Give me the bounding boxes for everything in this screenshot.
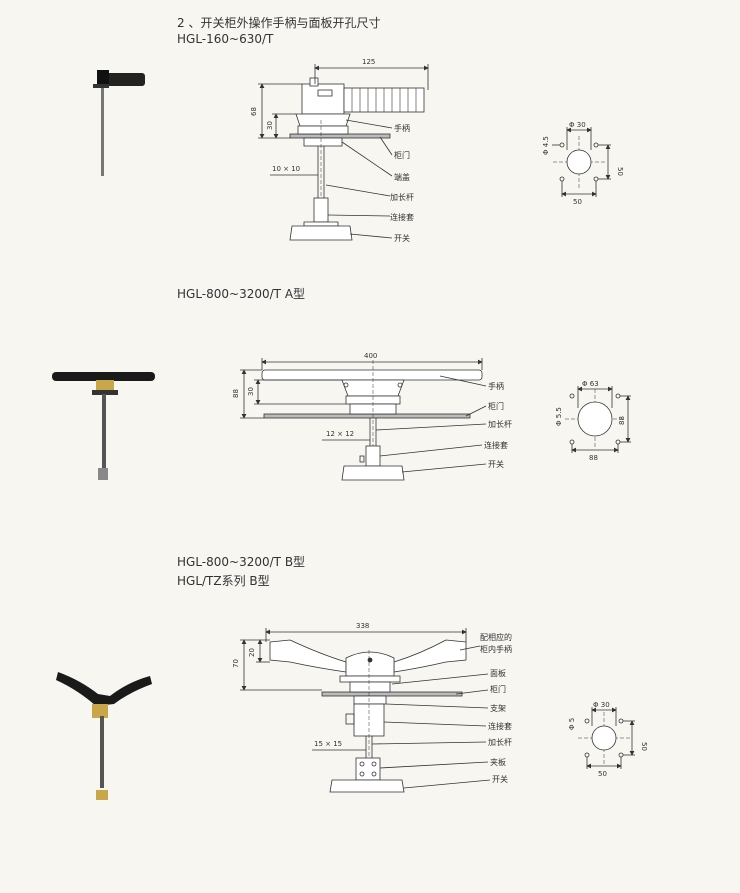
d3-width: 338 (356, 622, 369, 630)
panel-hole-1 (552, 127, 611, 197)
product-photo-2 (52, 372, 155, 480)
model-title-2: HGL-800~3200/T A型 (177, 287, 306, 301)
model-title-1: HGL-160~630/T (177, 32, 274, 46)
panel-hole-3 (578, 707, 635, 769)
d3-label-clamp: 夹板 (490, 757, 506, 767)
hole3-dia: Φ 30 (593, 701, 610, 709)
hole1-height: 50 (616, 167, 624, 176)
d2-height-base: 30 (247, 387, 255, 396)
d3-label-inner-2: 柜内手柄 (480, 644, 512, 654)
d1-height-total: 68 (250, 107, 258, 116)
d1-width: 125 (362, 58, 375, 66)
d3-height-grip: 20 (248, 648, 256, 657)
hole3-height: 50 (640, 742, 648, 751)
d1-label-switch: 开关 (394, 233, 410, 243)
hole2-height: 88 (618, 416, 626, 425)
diagram-2 (240, 358, 487, 481)
d2-label-door: 柜门 (488, 401, 504, 411)
d1-label-door: 柜门 (394, 150, 410, 160)
hole1-small: Φ 4.5 (542, 136, 550, 155)
model-title-3a: HGL-800~3200/T B型 (177, 555, 306, 569)
product-photo-1 (93, 70, 145, 176)
section-title: 2 、开关柜外操作手柄与面板开孔尺寸 (177, 16, 381, 30)
d3-label-connector: 连接套 (488, 721, 512, 731)
d2-label-connector: 连接套 (484, 440, 508, 450)
hole3-small: Φ 5 (568, 718, 576, 730)
d2-height-total: 88 (232, 389, 240, 398)
d1-label-handle: 手柄 (394, 123, 410, 133)
hole1-width: 50 (573, 198, 582, 206)
hole1-dia: Φ 30 (569, 121, 586, 129)
hole2-small: Φ 5.5 (555, 407, 563, 426)
d2-label-switch: 开关 (488, 459, 504, 469)
d3-label-extension: 加长杆 (488, 737, 512, 747)
model-title-3b: HGL/TZ系列 B型 (177, 574, 270, 588)
d2-label-handle: 手柄 (488, 381, 504, 391)
hole2-width: 88 (589, 454, 598, 462)
d3-shaft-size: 15 × 15 (314, 740, 342, 748)
d2-width: 400 (364, 352, 377, 360)
d1-label-endcap: 端盖 (394, 172, 410, 182)
d1-height-base: 30 (266, 121, 274, 130)
d2-label-extension: 加长杆 (488, 419, 512, 429)
diagram-3 (240, 628, 491, 793)
d3-label-panel: 面板 (490, 668, 506, 678)
d3-label-door: 柜门 (490, 684, 506, 694)
d3-label-switch: 开关 (492, 774, 508, 784)
diagram-1 (258, 64, 429, 241)
hole3-width: 50 (598, 770, 607, 778)
d3-label-inner-1: 配相应的 (480, 632, 512, 642)
panel-hole-2 (565, 386, 631, 453)
d3-label-bracket: 支架 (490, 703, 506, 713)
d3-height-total: 70 (232, 659, 240, 668)
d2-shaft-size: 12 × 12 (326, 430, 354, 438)
product-photo-3 (56, 672, 152, 800)
d1-label-connector: 连接套 (390, 212, 414, 222)
d1-label-extension: 加长杆 (390, 192, 414, 202)
d1-shaft-size: 10 × 10 (272, 165, 300, 173)
hole2-dia: Φ 63 (582, 380, 599, 388)
